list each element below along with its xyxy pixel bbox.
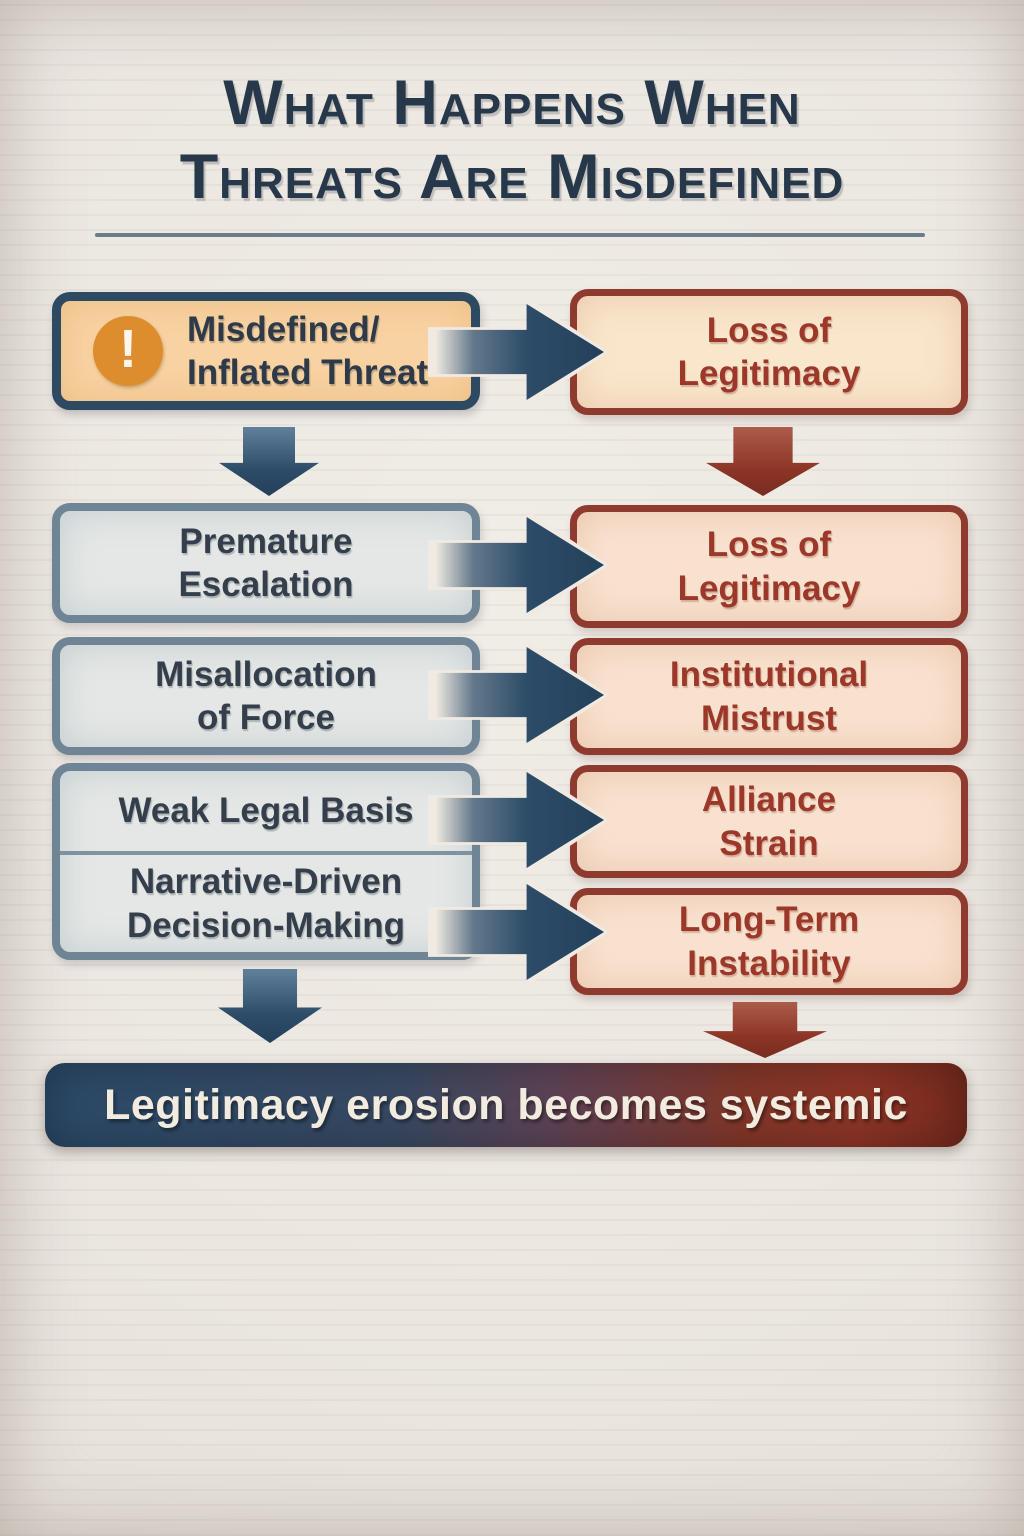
page-title-line2: Threats Are Misdefined (179, 142, 845, 213)
box-label-loss-of-legitimacy-1: Loss of Legitimacy (677, 310, 861, 393)
box-loss-of-legitimacy-1: Loss of Legitimacy (570, 289, 968, 415)
box-label-misallocation-of-force: Misallocation of Force (155, 654, 377, 737)
title-divider (95, 233, 925, 237)
arrow-down-right-bottom (703, 1002, 827, 1058)
box-label-premature-escalation: Premature Escalation (178, 521, 354, 604)
arrow-down-left-bottom (218, 969, 322, 1043)
arrow-down-right-top (706, 427, 820, 496)
box-loss-of-legitimacy-2: Loss of Legitimacy (570, 505, 968, 628)
box-label-loss-of-legitimacy-2: Loss of Legitimacy (677, 525, 861, 608)
box-section-narrative-driven: Narrative-Driven Decision-Making (60, 855, 472, 952)
box-misdefined-inflated-threat: ! Misdefined/ Inflated Threat (52, 292, 480, 410)
arrow-right-row1 (428, 298, 609, 406)
box-long-term-instability: Long-Term Instability (570, 888, 968, 995)
box-label-institutional-mistrust: Institutional Mistrust (669, 655, 869, 738)
arrow-right-row2 (428, 511, 609, 619)
page-title: What Happens When Threats Are Misdefined (0, 66, 1024, 215)
box-premature-escalation: Premature Escalation (52, 503, 480, 623)
arrow-right-row5 (428, 878, 609, 986)
warning-icon: ! (93, 316, 163, 386)
box-misallocation-of-force: Misallocation of Force (52, 637, 480, 755)
conclusion-banner-label: Legitimacy erosion becomes systemic (104, 1080, 908, 1129)
warning-exclamation-glyph: ! (119, 319, 137, 379)
arrow-right-row3 (428, 641, 609, 749)
box-section-weak-legal-basis: Weak Legal Basis (60, 771, 472, 851)
box-label-long-term-instability: Long-Term Instability (678, 900, 860, 983)
page-title-line1: What Happens When (223, 68, 801, 138)
box-label-alliance-strain: Alliance Strain (701, 780, 837, 863)
box-label-misdefined-inflated-threat: Misdefined/ Inflated Threat (187, 309, 429, 392)
box-label-weak-legal-basis: Weak Legal Basis (118, 791, 414, 831)
box-section-divider (60, 851, 472, 855)
box-alliance-strain: Alliance Strain (570, 765, 968, 878)
arrow-right-row4 (428, 766, 609, 874)
conclusion-banner: Legitimacy erosion becomes systemic (45, 1063, 967, 1147)
arrow-down-left-top (219, 427, 319, 496)
box-institutional-mistrust: Institutional Mistrust (570, 638, 968, 755)
box-weak-legal-basis-and-narrative-driven: Weak Legal Basis Narrative-Driven Decisi… (52, 763, 480, 960)
box-label-narrative-driven-decision-making: Narrative-Driven Decision-Making (126, 862, 406, 945)
